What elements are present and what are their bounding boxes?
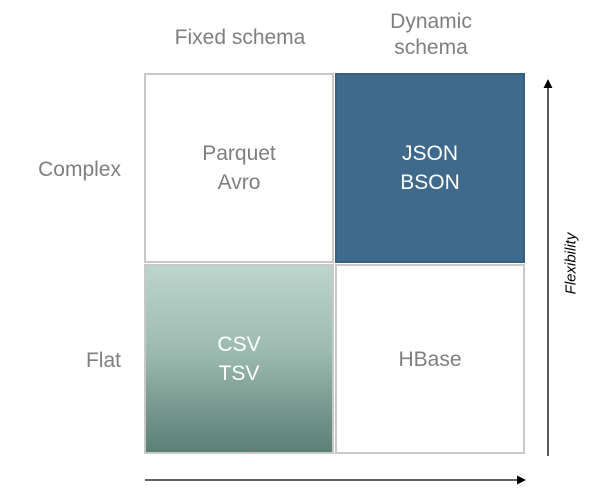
cell-complex-fixed: Parquet Avro	[144, 73, 334, 263]
column-header-dynamic-line1: Dynamic	[390, 10, 472, 33]
cell-item-avro: Avro	[217, 171, 261, 194]
cell-flat-fixed: CSV TSV	[144, 264, 334, 454]
cell-item-csv: CSV	[217, 333, 261, 356]
cell-flat-dynamic: HBase	[335, 264, 525, 454]
cell-item-parquet: Parquet	[202, 142, 276, 165]
y-axis-label-flexibility: Flexibility	[562, 232, 580, 295]
cell-item-hbase: HBase	[398, 347, 462, 371]
cell-item-bson: BSON	[400, 171, 460, 194]
row-header-flat: Flat	[85, 349, 121, 372]
column-header-fixed-schema-text: Fixed schema	[174, 26, 306, 49]
row-header-complex: Complex	[38, 158, 121, 181]
column-header-dynamic-line2: schema	[394, 36, 468, 59]
cell-complex-dynamic: JSON BSON	[335, 73, 525, 263]
cell-item-tsv: TSV	[218, 362, 260, 385]
column-header-fixed-schema: Fixed schema	[145, 25, 335, 51]
cell-item-json: JSON	[401, 142, 458, 165]
column-header-dynamic-schema: Dynamic schema	[336, 9, 526, 61]
